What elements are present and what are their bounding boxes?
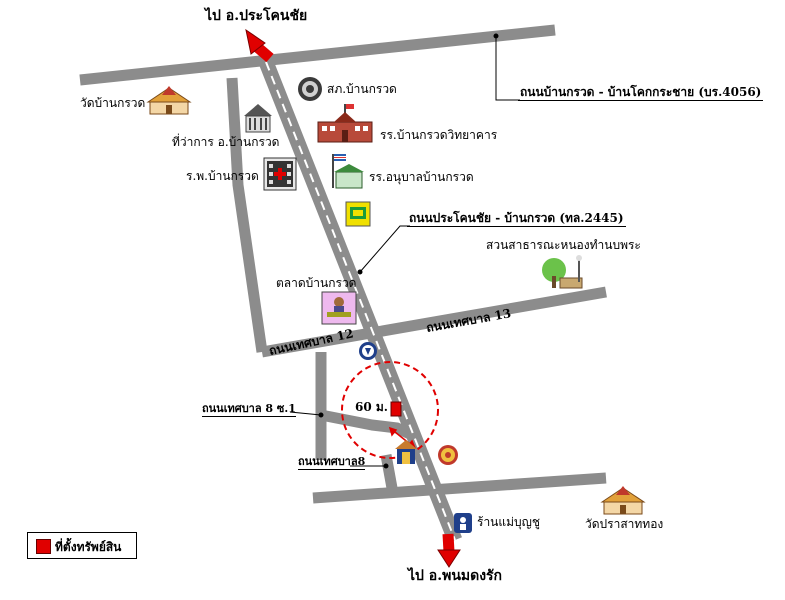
place-label-shop: ร้านแม่บุญชู	[477, 515, 541, 529]
road-label-municipal-12: ถนนเทศบาล 12	[268, 326, 355, 358]
arrow-south	[437, 533, 461, 568]
place-label-police: สภ.บ้านกรวด	[327, 82, 397, 96]
shop-icon	[454, 513, 472, 533]
school-icon	[317, 104, 373, 143]
road-label-highway: ถนนประโคนชัย - บ้านกรวด (ทล.2445)	[407, 211, 626, 227]
place-label-district-office: ที่ว่าการ อ.บ้านกรวด	[172, 135, 280, 149]
road-highway-centerline	[265, 61, 456, 541]
kindergarten-icon	[332, 154, 364, 189]
road-label-municipal-8: ถนนเทศบาล8	[298, 455, 366, 470]
legend-swatch	[36, 539, 51, 554]
arrow-north	[245, 28, 274, 63]
road-south	[312, 472, 607, 504]
leader-highway	[359, 225, 410, 273]
leader-soi1	[289, 411, 322, 416]
leader-rural-road	[495, 36, 520, 101]
hospital-icon	[263, 157, 297, 191]
road-municipal-8-soi1	[319, 409, 415, 440]
market-icon	[321, 291, 357, 325]
legend: ที่ตั้งทรัพย์สิน	[27, 532, 137, 559]
place-label-park: สวนสาธารณะหนองทำนบพระ	[486, 238, 641, 252]
place-label-school: รร.บ้านกรวดวิทยาคาร	[380, 128, 498, 142]
road-label-municipal-8-soi1: ถนนเทศบาล 8 ซ.1	[202, 402, 296, 417]
place-label-kindergarten: รร.อนุบาลบ้านกรวด	[369, 170, 474, 184]
gas-station-icon	[345, 201, 371, 227]
place-label-temple-ban-kruat: วัดบ้านกรวด	[80, 96, 146, 110]
park-icon	[542, 255, 583, 289]
temple-icon	[146, 86, 192, 115]
bank-branch-icon	[395, 440, 417, 464]
place-label-hospital: ร.พ.บ้านกรวด	[186, 169, 259, 183]
temple-icon	[600, 486, 646, 515]
road-municipal-8	[380, 454, 398, 489]
property-marker	[390, 401, 402, 417]
place-label-market: ตลาดบ้านกรวด	[276, 276, 357, 290]
direction-south-label: ไป อ.พนมดงรัก	[408, 568, 503, 584]
bank-icon	[359, 342, 377, 360]
distance-label: 60 ม.	[355, 400, 388, 414]
road-west-vertical	[226, 77, 268, 353]
government-building-icon	[244, 104, 272, 133]
road-label-rural: ถนนบ้านกรวด - บ้านโคกกระชาย (บร.4056)	[518, 85, 764, 101]
legend-label: ที่ตั้งทรัพย์สิน	[55, 540, 122, 554]
police-badge-icon	[298, 77, 322, 101]
place-label-temple-prasat: วัดปราสาททอง	[585, 517, 664, 531]
road-municipal-12-13	[261, 286, 607, 358]
direction-north-label: ไป อ.ประโคนชัย	[205, 8, 308, 24]
seal-icon	[438, 445, 458, 465]
radius-circle	[341, 361, 439, 459]
road-rural-north	[79, 24, 556, 86]
